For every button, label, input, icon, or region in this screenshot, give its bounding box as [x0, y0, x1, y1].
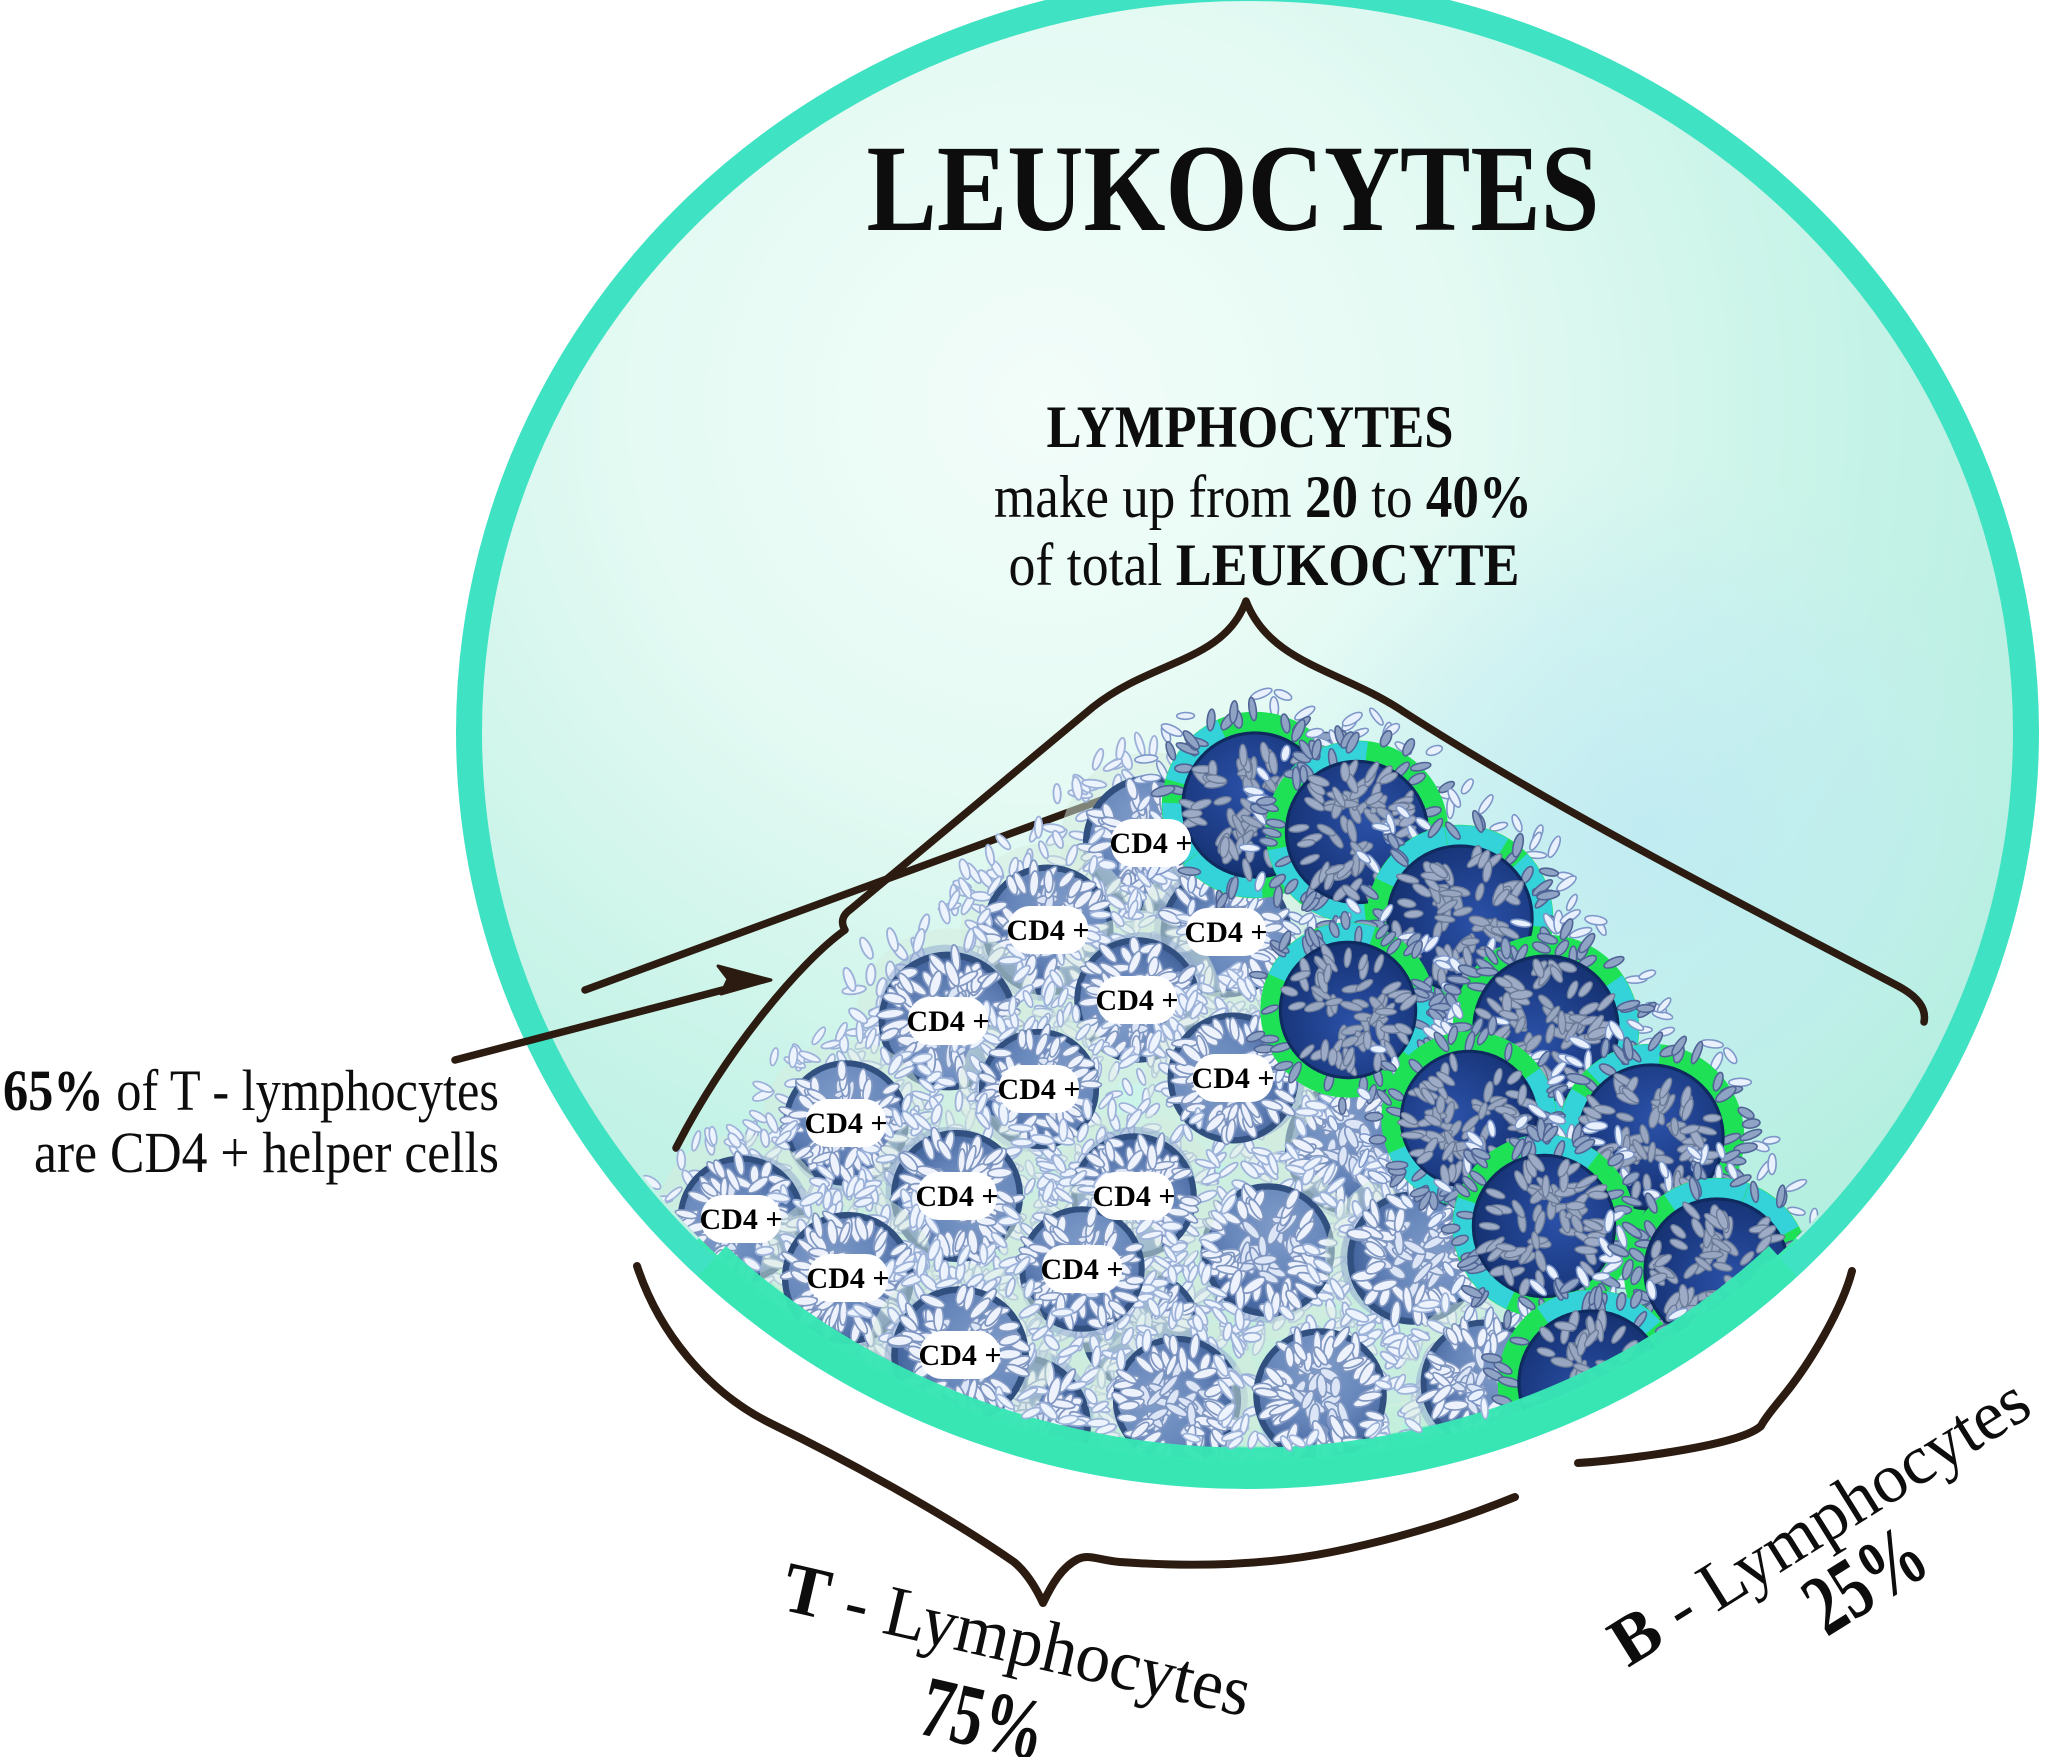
svg-text:LEUKOCYTES: LEUKOCYTES — [867, 120, 1600, 257]
svg-text:LYMPHOCYTES: LYMPHOCYTES — [1047, 394, 1454, 460]
svg-text:CD4 +: CD4 + — [1192, 1062, 1275, 1095]
svg-text:CD4 +: CD4 + — [1093, 1180, 1176, 1213]
svg-text:of total LEUKOCYTE: of total LEUKOCYTE — [1009, 532, 1520, 598]
svg-text:CD4 +: CD4 + — [998, 1073, 1081, 1106]
svg-text:make up from 20 to 40%: make up from 20 to 40% — [994, 464, 1532, 530]
svg-text:CD4 +: CD4 + — [907, 1005, 990, 1038]
svg-text:CD4 +: CD4 + — [919, 1339, 1002, 1372]
svg-text:CD4 +: CD4 + — [1185, 916, 1268, 949]
svg-text:CD4 +: CD4 + — [1110, 827, 1193, 860]
svg-text:CD4 +: CD4 + — [1041, 1253, 1124, 1286]
svg-text:CD4 +: CD4 + — [916, 1180, 999, 1213]
svg-text:CD4 +: CD4 + — [1096, 984, 1179, 1017]
svg-text:are CD4 + helper cells: are CD4 + helper cells — [34, 1120, 499, 1185]
svg-text:CD4 +: CD4 + — [700, 1203, 783, 1236]
svg-text:CD4 +: CD4 + — [1007, 914, 1090, 947]
svg-text:CD4 +: CD4 + — [807, 1262, 890, 1295]
svg-text:65% of T - lymphocytes: 65% of T - lymphocytes — [3, 1058, 499, 1123]
svg-text:CD4 +: CD4 + — [805, 1107, 888, 1140]
